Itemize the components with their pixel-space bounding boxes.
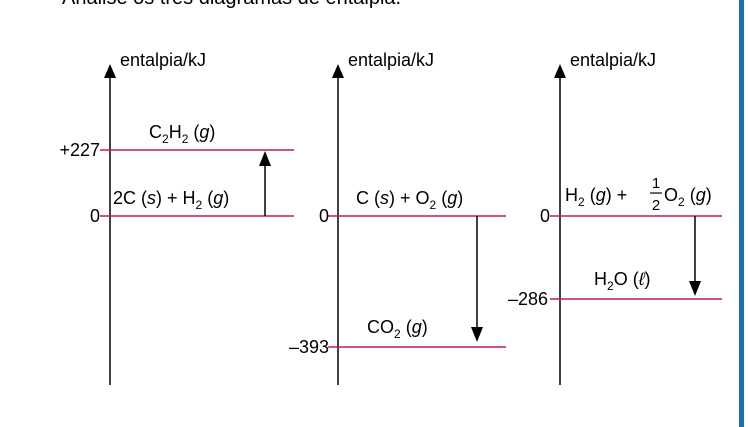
diagram-1: entalpia/kJ +227 0 C2H2 (g) 2C (s) + H2 … xyxy=(59,50,294,385)
fraction-denominator: 2 xyxy=(652,197,660,214)
diagram-3: entalpia/kJ 0 –286 H2 (g) + 1 2 O2 (g) H… xyxy=(508,50,722,385)
axis-arrowhead-icon xyxy=(104,64,116,78)
value-label: +227 xyxy=(59,140,100,160)
species-label-reactants: 2C (s) + H2 (g) xyxy=(113,188,229,212)
value-label: –286 xyxy=(508,289,548,309)
value-label: 0 xyxy=(319,206,329,226)
species-label-h2o: H2O (ℓ) xyxy=(594,269,651,293)
axis-arrowhead-icon xyxy=(332,64,344,78)
species-label-o2: O2 (g) xyxy=(664,185,712,209)
header-text: Analise os três diagramas de entalpia. xyxy=(62,0,401,10)
fraction-numerator: 1 xyxy=(652,175,660,192)
species-label-reactants: C (s) + O2 (g) xyxy=(356,188,463,212)
arrow-down-icon xyxy=(689,281,701,296)
axis-label: entalpia/kJ xyxy=(348,50,434,70)
axis-label: entalpia/kJ xyxy=(120,50,206,70)
axis-label: entalpia/kJ xyxy=(570,50,656,70)
diagram-2: entalpia/kJ 0 –393 C (s) + O2 (g) CO2 (g… xyxy=(289,50,506,385)
value-label: 0 xyxy=(90,206,100,226)
species-label-c2h2: C2H2 (g) xyxy=(149,122,215,146)
right-border-bar xyxy=(739,0,744,427)
arrow-up-icon xyxy=(259,151,271,166)
species-label-h2: H2 (g) + xyxy=(565,185,627,209)
axis-arrowhead-icon xyxy=(554,64,566,78)
arrow-down-icon xyxy=(471,327,483,342)
value-label: –393 xyxy=(289,337,329,357)
value-label: 0 xyxy=(540,206,550,226)
species-label-co2: CO2 (g) xyxy=(367,317,428,341)
